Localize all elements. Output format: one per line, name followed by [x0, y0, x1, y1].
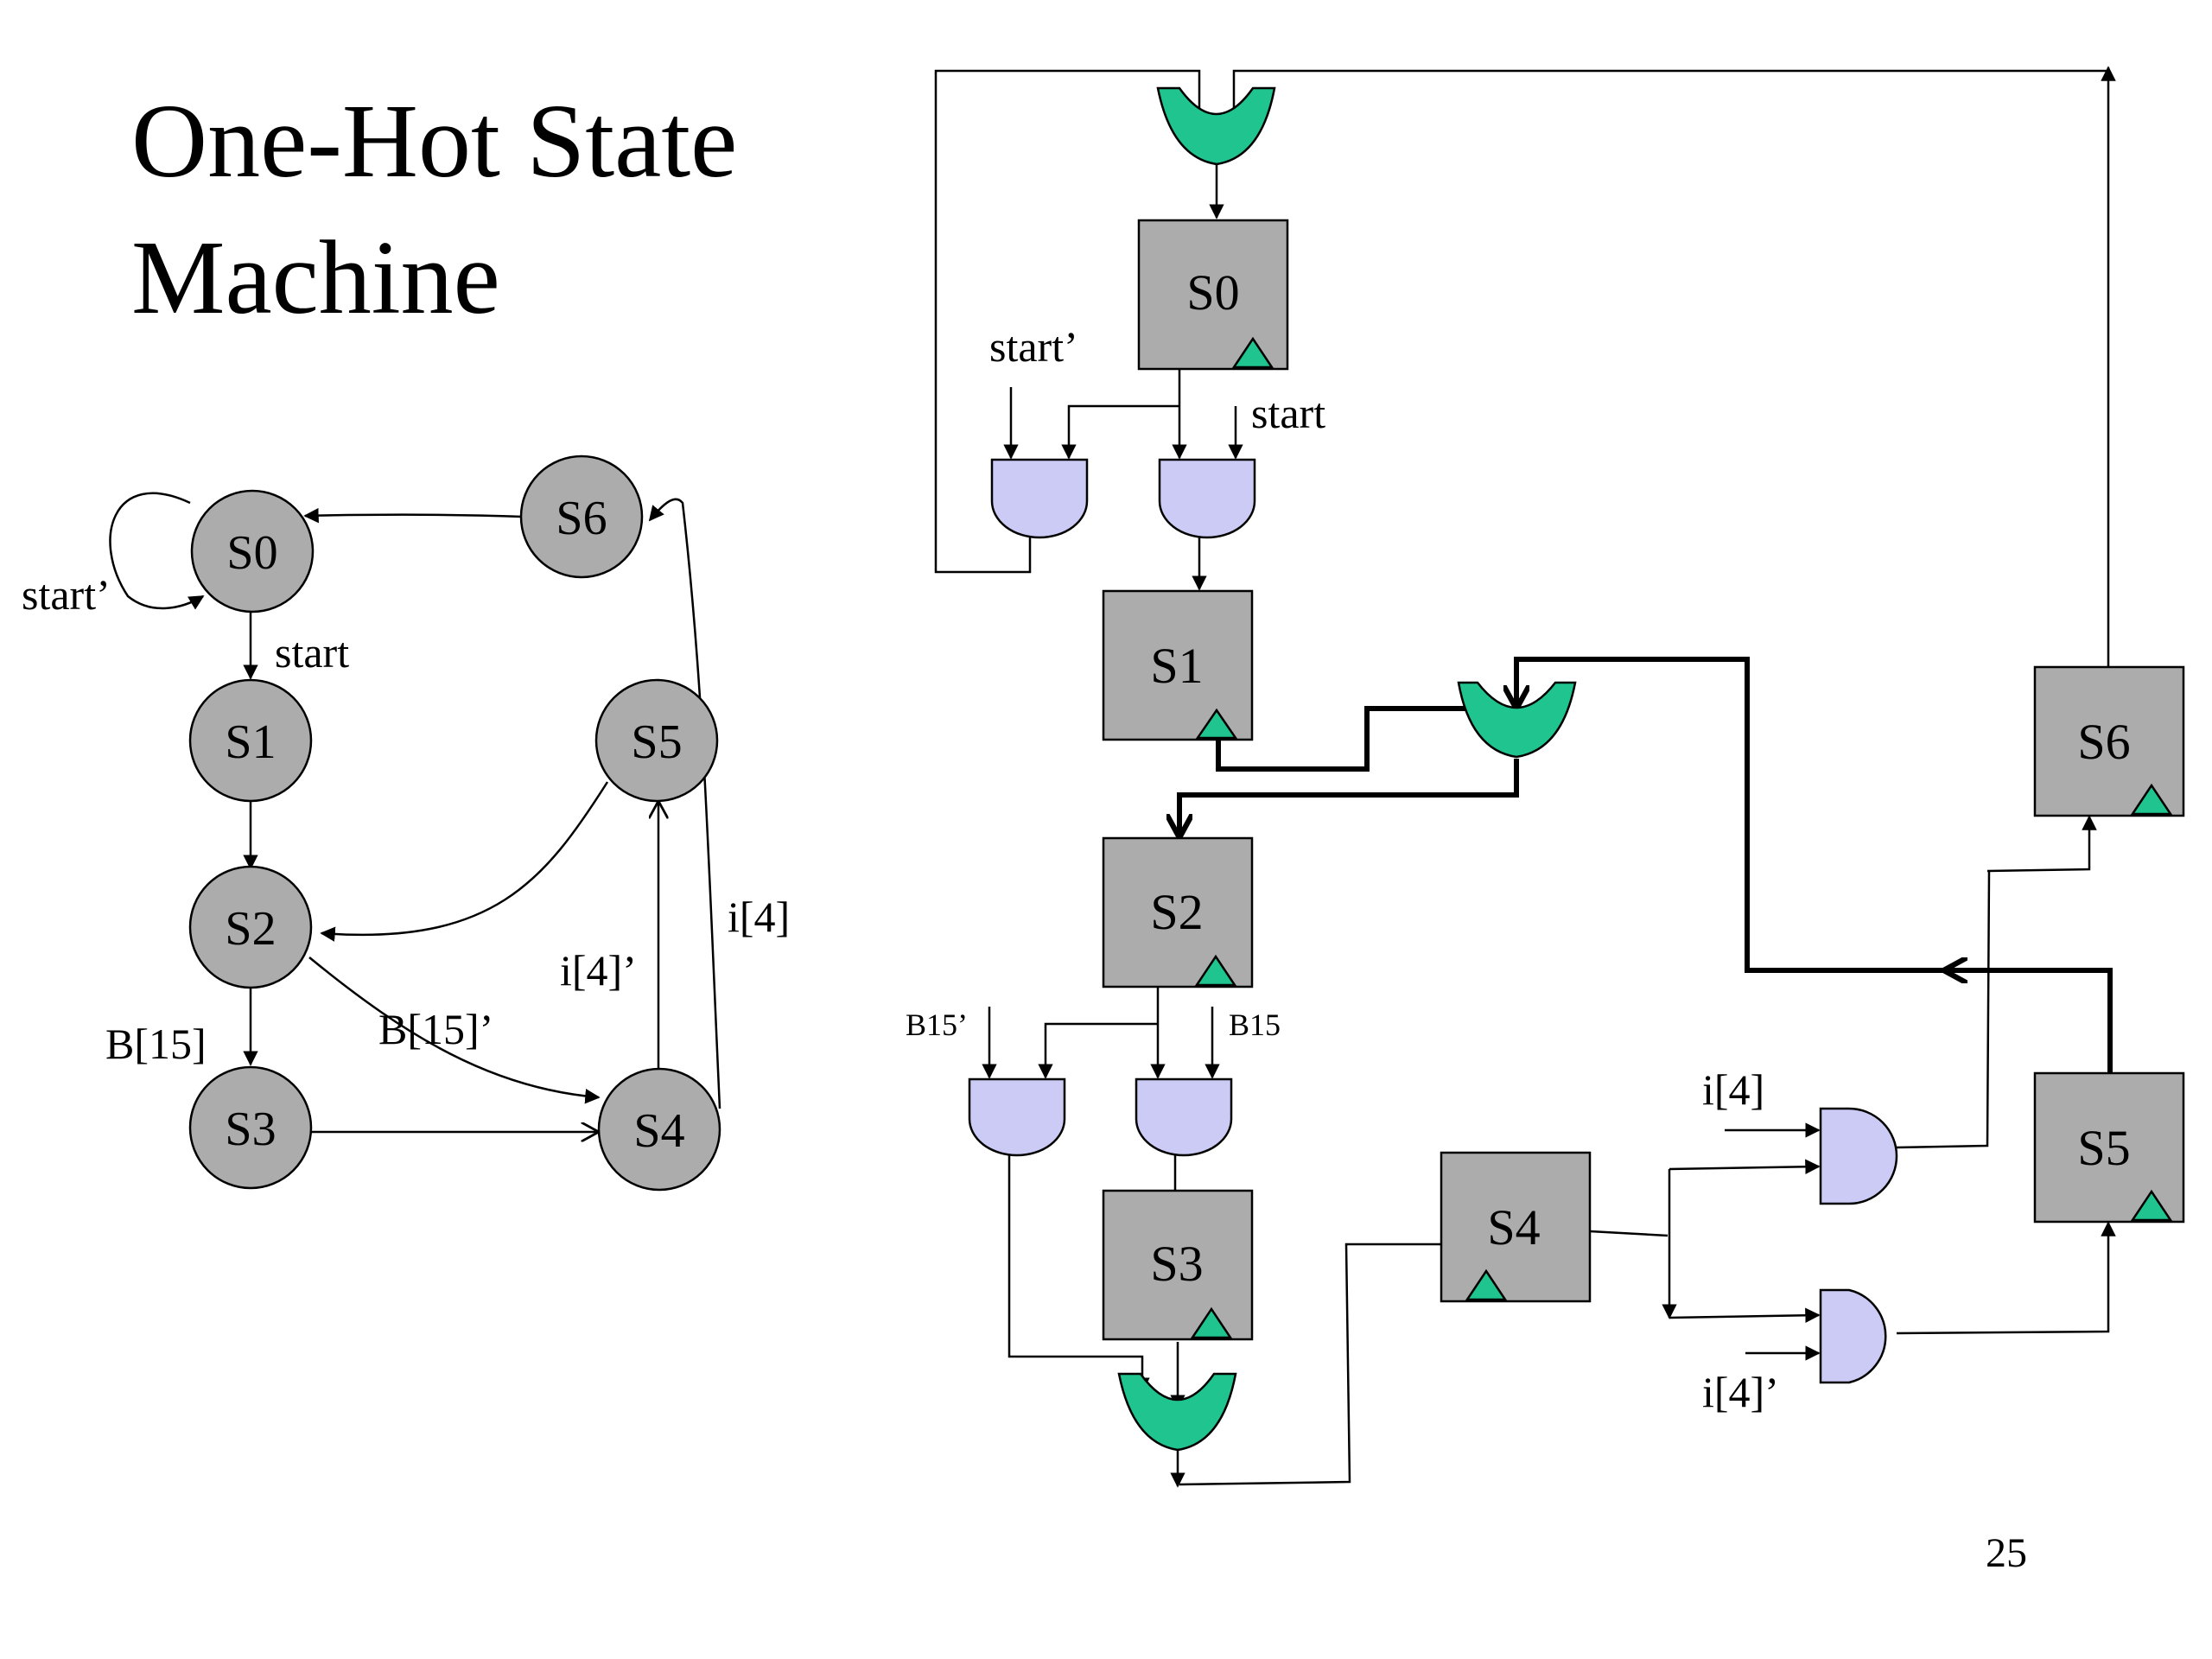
circuit-label-b15-not: B15’ — [906, 1007, 968, 1042]
register-s1-label: S1 — [1150, 638, 1203, 694]
register-s5-label: S5 — [2077, 1120, 2130, 1176]
and-gate-start — [1158, 458, 1256, 539]
and-gate-start-not — [990, 458, 1089, 539]
and-gate-i4-not — [1819, 1288, 1887, 1384]
clock-triangle-icon — [1190, 1306, 1233, 1339]
circuit-label-b15: B15 — [1229, 1007, 1281, 1042]
register-s0-label: S0 — [1186, 264, 1239, 321]
register-s3-label: S3 — [1150, 1236, 1203, 1292]
circuit: S0 S1 S2 S3 S4 S5 S6 — [906, 66, 2185, 1488]
register-s4: S4 — [1440, 1151, 1592, 1303]
state-node-s6-label: S6 — [556, 492, 607, 545]
state-node-s0: S0 — [190, 489, 315, 613]
register-s6: S6 — [2033, 665, 2185, 817]
register-s4-label: S4 — [1487, 1199, 1540, 1255]
or-gate-top — [1156, 86, 1276, 166]
circuit-label-i4-not: i[4]’ — [1702, 1368, 1779, 1416]
register-s6-label: S6 — [2077, 714, 2130, 770]
clock-triangle-icon — [1194, 954, 1237, 987]
clock-triangle-icon — [2130, 783, 2173, 816]
edge-s6-s0 — [303, 507, 524, 524]
or-gate-middle — [1457, 681, 1577, 759]
and-gate-b15-not — [968, 1077, 1066, 1157]
clock-triangle-icon — [2130, 1189, 2173, 1222]
clock-triangle-icon — [1465, 1268, 1508, 1301]
circuit-bold-wires — [1179, 657, 2113, 1073]
slide-title-line-1: One-Hot State — [131, 83, 738, 200]
label-start-not: start’ — [22, 570, 111, 619]
state-node-s3: S3 — [188, 1065, 313, 1190]
and-gate-b15 — [1135, 1077, 1233, 1157]
circuit-label-start: start — [1251, 389, 1325, 437]
clock-triangle-icon — [1231, 336, 1274, 369]
state-node-s1: S1 — [188, 678, 313, 803]
state-diagram: S0 S1 S2 S3 S4 S5 S6 start’ start B[15] — [22, 454, 790, 1192]
state-node-s5: S5 — [594, 678, 719, 803]
edge-s0-self-loop — [109, 492, 205, 610]
state-node-s4: S4 — [597, 1067, 721, 1192]
circuit-label-i4: i[4] — [1702, 1065, 1764, 1114]
state-node-s2: S2 — [188, 865, 313, 989]
slide-title-line-2: Machine — [131, 219, 500, 336]
circuit-label-start-not: start’ — [989, 322, 1078, 371]
register-s2-label: S2 — [1150, 884, 1203, 940]
state-node-s6: S6 — [519, 454, 644, 579]
edge-s5-s2 — [320, 781, 609, 942]
state-node-s1-label: S1 — [225, 715, 276, 769]
label-start: start — [275, 628, 349, 677]
register-s1: S1 — [1102, 589, 1254, 741]
edge-s4-s6 — [648, 498, 721, 1109]
label-b15: B[15] — [105, 1020, 207, 1068]
register-s3: S3 — [1102, 1189, 1254, 1341]
state-node-s3-label: S3 — [225, 1103, 276, 1156]
label-b15-not: B[15]’ — [378, 1005, 493, 1053]
slide-title: One-Hot State Machine — [131, 73, 737, 346]
clock-triangle-icon — [1195, 708, 1238, 740]
register-s2: S2 — [1102, 836, 1254, 988]
state-node-s2-label: S2 — [225, 902, 276, 956]
state-node-s5-label: S5 — [631, 715, 682, 769]
label-i4: i[4] — [728, 893, 790, 941]
register-s5: S5 — [2033, 1071, 2185, 1224]
label-i4-not: i[4]’ — [560, 946, 637, 995]
or-gate-bottom — [1117, 1372, 1237, 1452]
state-node-s4-label: S4 — [633, 1104, 684, 1158]
state-node-s0-label: S0 — [226, 526, 277, 580]
and-gate-i4 — [1819, 1107, 1898, 1205]
register-s0: S0 — [1137, 219, 1289, 371]
edge-s2-s4 — [308, 957, 601, 1104]
page-number: 25 — [1986, 1530, 2027, 1576]
